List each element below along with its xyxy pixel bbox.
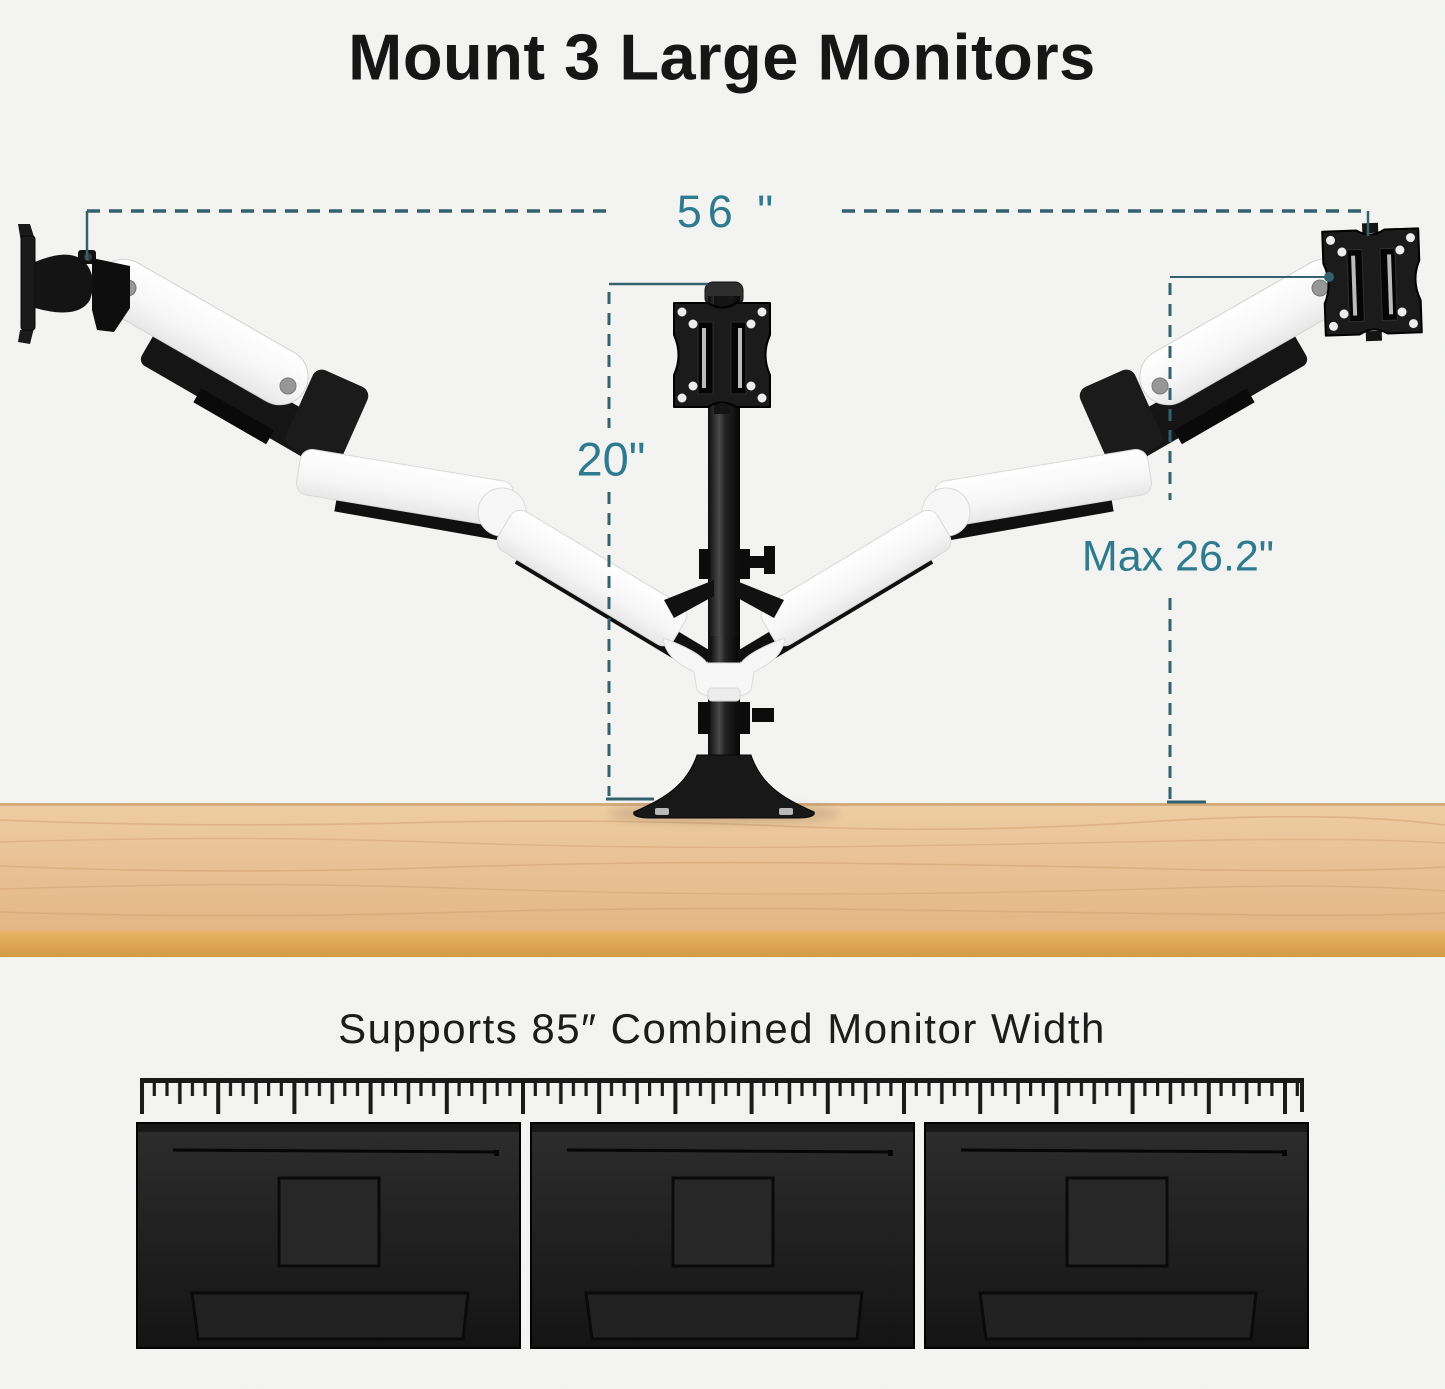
width-dimension-label: 56 "	[676, 186, 780, 237]
right-vesa-plate	[1320, 220, 1424, 344]
pole-hub	[662, 636, 786, 702]
monitor-row	[135, 1121, 1310, 1350]
left-vesa-mount	[18, 224, 130, 344]
desk-front-edge	[0, 931, 1445, 957]
max-reach-dimension-label: Max 26.2"	[1081, 532, 1275, 581]
center-vesa-plate	[673, 295, 771, 415]
max-reach-dimension-line	[1167, 272, 1334, 804]
monitor-rear-3	[923, 1121, 1310, 1350]
desk	[0, 803, 1445, 957]
pole-clamp-upper	[699, 546, 775, 579]
height-dimension-line	[606, 282, 708, 801]
monitor-rear-1	[135, 1121, 522, 1350]
ruler	[140, 1078, 1304, 1117]
triple-monitor-mount	[18, 220, 1424, 823]
combined-width-caption: Supports 85″ Combined Monitor Width	[338, 1005, 1106, 1052]
page-title: Mount 3 Large Monitors	[348, 20, 1096, 94]
monitor-rear-2	[529, 1121, 916, 1350]
height-dimension-label: 20"	[576, 432, 646, 486]
desk-base	[633, 754, 815, 819]
pole-clamp-lower	[698, 702, 774, 734]
dimension-lines	[85, 209, 1370, 804]
width-dimension-line	[85, 209, 1370, 260]
